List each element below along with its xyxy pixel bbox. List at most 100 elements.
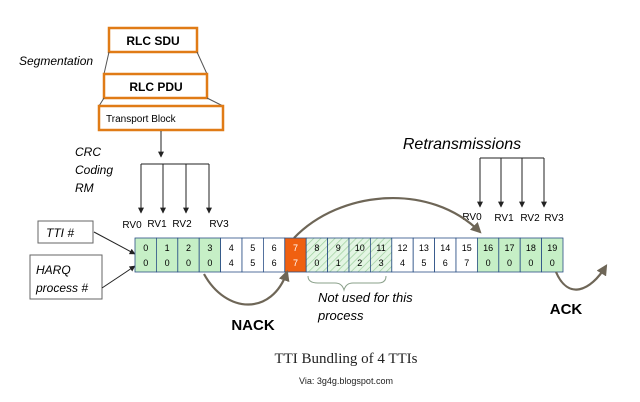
segmentation-label: Segmentation: [19, 54, 93, 68]
tti-cell: 80: [305, 237, 329, 273]
tti-number: 18: [526, 243, 536, 253]
rlc-pdu-box: RLC PDU: [102, 72, 209, 100]
transport-block-box: Transport Block: [97, 104, 225, 132]
harq-number: 7: [293, 258, 298, 268]
tti-cell: 18 0: [519, 237, 543, 273]
rv-label: RV0: [462, 212, 482, 223]
rv-label: RV2: [520, 213, 540, 224]
tti-number: 17: [504, 243, 514, 253]
tti-cell: 00: [134, 237, 157, 273]
tti-cell: 12 4: [391, 237, 414, 273]
tti-number-label: TTI #: [46, 226, 74, 240]
not-used-label-line2: process: [317, 308, 364, 323]
harq-number: 6: [443, 258, 448, 268]
tti-cell: 91: [327, 237, 350, 273]
harq-number: 4: [400, 258, 405, 268]
harq-number: 0: [550, 258, 555, 268]
harq-number: 5: [421, 258, 426, 268]
harq-number: 0: [207, 258, 212, 268]
sdu-pdu-connector-left: [103, 51, 110, 75]
tti-number: 19: [547, 243, 557, 253]
tti-number: 1: [165, 243, 170, 253]
tti-number-pointer: [93, 231, 136, 255]
harq-number: 0: [507, 258, 512, 268]
tti-cell: 66: [262, 237, 286, 273]
tti-number: 5: [250, 243, 255, 253]
tti-cell: 17 0: [498, 237, 521, 273]
harq-number: 0: [314, 258, 319, 268]
harq-number: 0: [143, 258, 148, 268]
harq-process-pointer: [101, 265, 136, 289]
second-rv-labels: RV0 RV1 RV2 RV3: [462, 212, 564, 224]
rv-label: RV1: [494, 213, 514, 224]
tti-number: 12: [397, 243, 407, 253]
tti-cell: 30: [198, 237, 221, 273]
tti-cell: 16 0: [476, 237, 500, 273]
harq-number: 6: [272, 258, 277, 268]
tti-number: 4: [229, 243, 234, 253]
tti-number-box: TTI #: [37, 220, 94, 244]
harq-number: 7: [464, 258, 469, 268]
harq-number: 5: [250, 258, 255, 268]
rv-label: RV0: [122, 220, 142, 231]
tti-number: 11: [376, 243, 385, 253]
pdu-tb-connector-left: [98, 97, 105, 107]
rlc-sdu-label: RLC SDU: [126, 34, 179, 48]
tti-cell: 10 2: [348, 237, 371, 273]
source-credit: Via: 3g4g.blogspot.com: [299, 376, 393, 386]
tti-cell: 13 5: [412, 237, 436, 273]
harq-number: 1: [336, 258, 341, 268]
first-rv-bracket: [138, 163, 212, 214]
harq-number: 0: [165, 258, 170, 268]
ack-curve-arrow: [554, 264, 608, 291]
tti-number: 15: [462, 243, 472, 253]
tti-number: 13: [419, 243, 429, 253]
retransmissions-label: Retransmissions: [403, 136, 521, 153]
tti-number: 7: [293, 243, 298, 253]
rlc-sdu-box: RLC SDU: [107, 26, 199, 54]
harq-label-line2: process #: [35, 281, 88, 295]
rv-label: RV3: [544, 213, 564, 224]
tti-cell: 44: [220, 237, 243, 273]
first-rv-labels: RV0 RV1 RV2 RV3: [122, 219, 229, 231]
diagram-caption: TTI Bundling of 4 TTIs: [274, 351, 417, 367]
retransmission-curve-arrow: [293, 197, 482, 239]
tti-number: 10: [355, 243, 365, 253]
tti-cell: 20: [177, 237, 200, 273]
rm-label: RM: [75, 181, 94, 195]
tti-cell: 55: [241, 237, 264, 273]
harq-number: 4: [229, 258, 234, 268]
tti-number: 3: [207, 243, 212, 253]
harq-number: 0: [486, 258, 491, 268]
harq-number: 0: [186, 258, 191, 268]
not-used-bracket: [307, 275, 387, 292]
tti-number: 6: [272, 243, 277, 253]
harq-label-line1: HARQ: [36, 263, 71, 277]
tti-cell: 10: [155, 237, 179, 273]
harq-number: 3: [379, 258, 384, 268]
rlc-pdu-label: RLC PDU: [129, 80, 182, 94]
coding-label: Coding: [75, 163, 113, 177]
not-used-label-line1: Not used for this: [318, 290, 413, 305]
crc-label: CRC: [75, 145, 101, 159]
tti-number: 2: [186, 243, 191, 253]
tti-cell: 15 7: [455, 237, 478, 273]
tti-number: 16: [483, 243, 493, 253]
harq-number: 0: [528, 258, 533, 268]
harq-number: 2: [357, 258, 362, 268]
rv-label: RV2: [172, 219, 192, 230]
ack-label: ACK: [550, 301, 583, 318]
tti-number: 8: [314, 243, 319, 253]
nack-label: NACK: [231, 317, 274, 334]
tti-number: 14: [440, 243, 450, 253]
rv-label: RV1: [147, 219, 167, 230]
tti-number: 0: [143, 243, 148, 253]
transport-block-label: Transport Block: [106, 114, 177, 125]
harq-process-box: HARQ process #: [29, 254, 103, 300]
sdu-pdu-connector-right: [196, 51, 208, 75]
tti-cell: 14 6: [434, 237, 457, 273]
pdu-tb-connector-right: [206, 97, 224, 107]
tti-number: 9: [336, 243, 341, 253]
second-rv-bracket: [477, 157, 547, 208]
